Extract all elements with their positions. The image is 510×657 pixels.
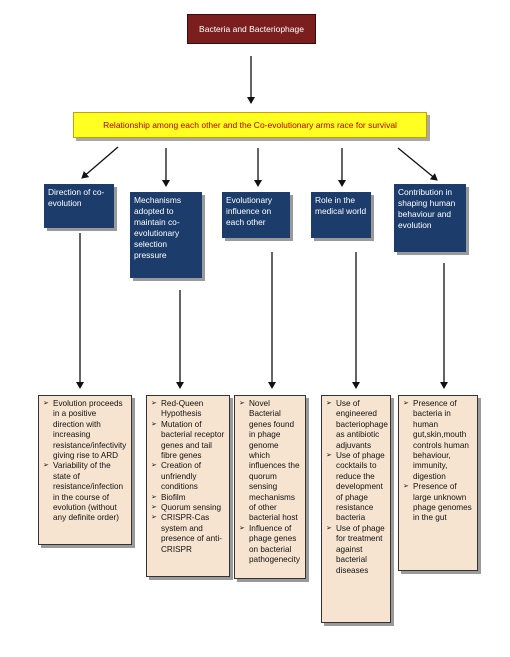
category-direction: Direction of co-evolution	[44, 184, 114, 228]
detail-box-human-contribution: Presence of bacteria in human gut,skin,m…	[398, 395, 478, 571]
detail-item: Variability of the state of resistance/i…	[43, 461, 127, 523]
category-label: Direction of co-evolution	[48, 187, 105, 208]
detail-item: Quorum sensing	[151, 503, 225, 514]
detail-item: Presence of bacteria in human gut,skin,m…	[403, 399, 473, 482]
root-label: Bacteria and Bacteriophage	[199, 24, 304, 34]
category-mechanisms: Mechanisms adopted to maintain co-evolut…	[130, 192, 202, 278]
category-label: Mechanisms adopted to maintain co-evolut…	[134, 195, 182, 260]
category-medical-role: Role in the medical world	[311, 192, 371, 238]
detail-box-direction: Evolution proceeds in a positive directi…	[38, 395, 132, 545]
detail-box-mechanisms: Red-Queen Hypothesis Mutation of bacteri…	[146, 395, 230, 577]
arrow-to-contribution	[397, 147, 438, 181]
detail-item: Presence of large unknown phage genomes …	[403, 482, 473, 524]
root-node: Bacteria and Bacteriophage	[187, 14, 316, 44]
detail-box-medical-role: Use of engineered bacteriophage as antib…	[321, 395, 391, 623]
category-evolutionary-influence: Evolutionary influence on each other	[222, 192, 290, 238]
category-human-contribution: Contribution in shaping human behaviour …	[394, 184, 466, 252]
detail-item: Novel Bacterial genes found in phage gen…	[239, 399, 301, 524]
arrow-to-direction	[81, 146, 119, 179]
detail-item: Mutation of bacterial receptor genes and…	[151, 420, 225, 462]
detail-box-evolutionary-influence: Novel Bacterial genes found in phage gen…	[234, 395, 306, 579]
category-label: Role in the medical world	[315, 195, 367, 216]
detail-item: CRISPR-Cas system and presence of anti-C…	[151, 513, 225, 555]
detail-item: Red-Queen Hypothesis	[151, 399, 225, 420]
detail-item: Biofilm	[151, 493, 225, 504]
relationship-node: Relationship among each other and the Co…	[73, 112, 427, 138]
category-label: Evolutionary influence on each other	[226, 195, 273, 227]
detail-item: Creation of unfriendly conditions	[151, 461, 225, 492]
relationship-label: Relationship among each other and the Co…	[103, 120, 397, 130]
category-label: Contribution in shaping human behaviour …	[398, 187, 456, 230]
detail-item: Use of phage cocktails to reduce the dev…	[326, 451, 386, 524]
detail-item: Evolution proceeds in a positive directi…	[43, 399, 127, 461]
detail-item: Use of phage for treatment against bacte…	[326, 524, 386, 576]
detail-item: Influence of phage genes on bacterial pa…	[239, 524, 301, 566]
detail-item: Use of engineered bacteriophage as antib…	[326, 399, 388, 451]
